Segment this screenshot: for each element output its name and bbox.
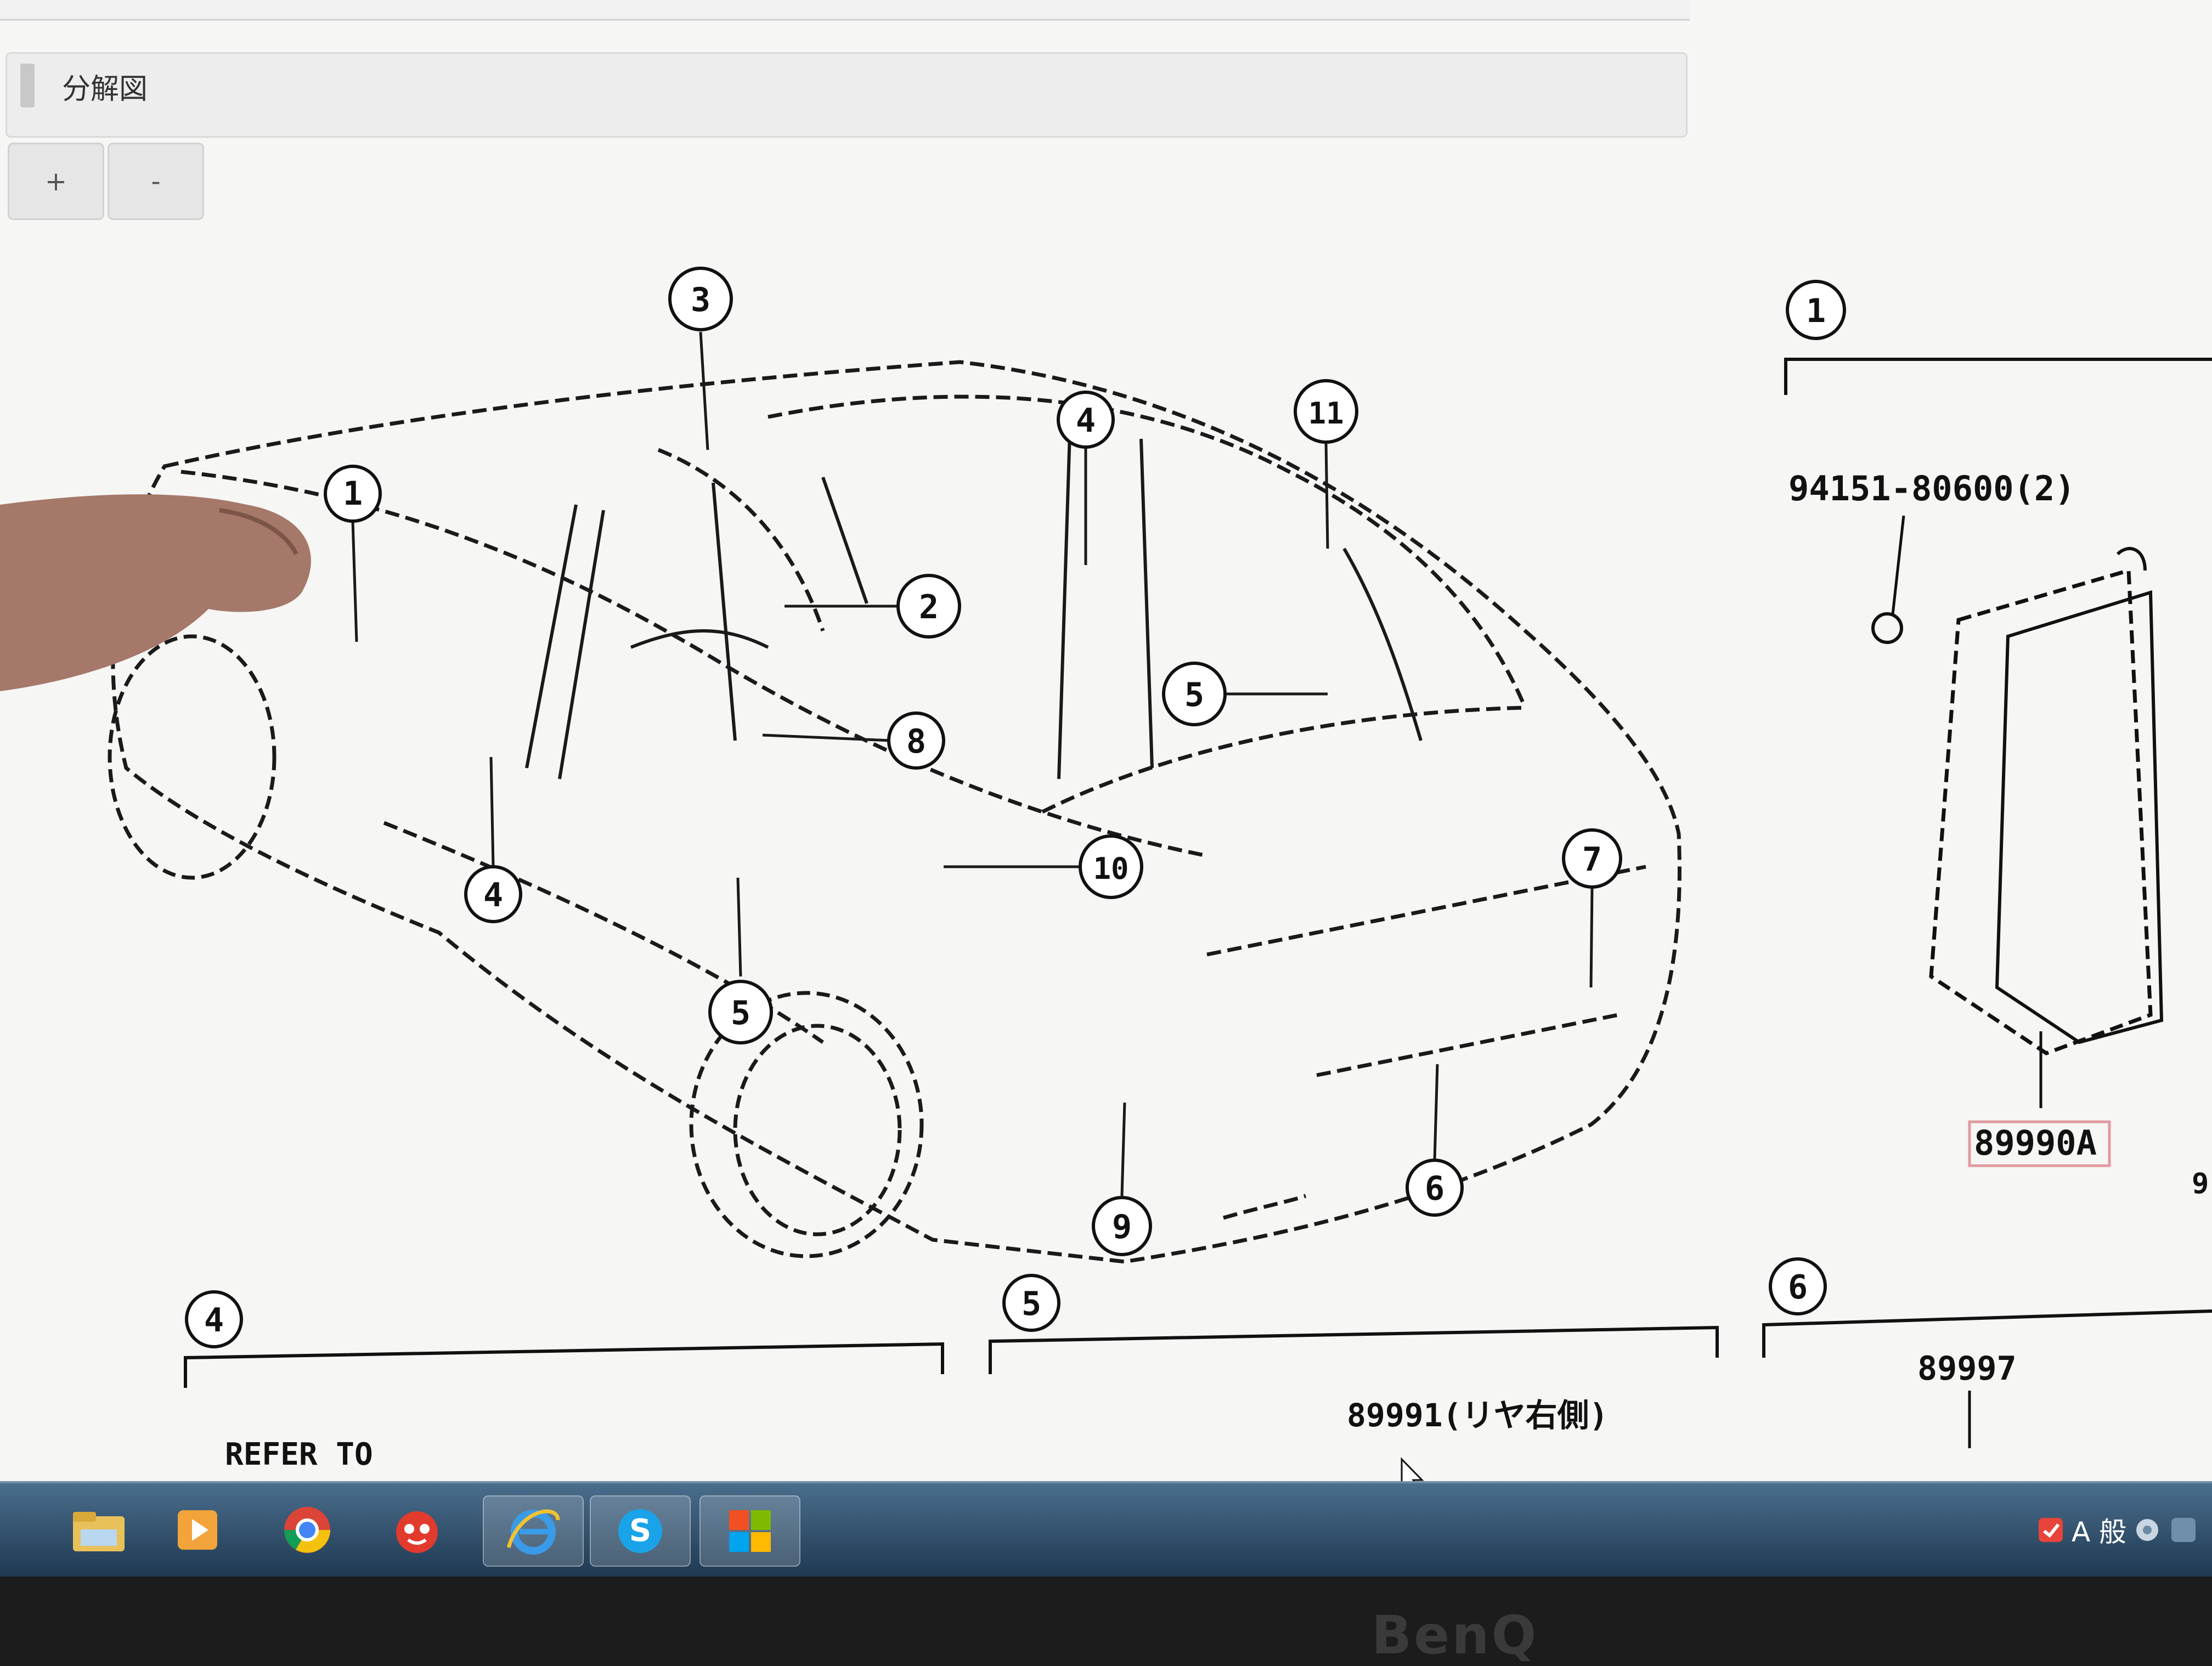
windows-store-icon[interactable] [699,1495,800,1567]
detail-panel-1[interactable]: 1 94151-80600(2) 89990A 9 [1784,280,2212,1200]
pointing-finger [0,494,311,691]
skype-icon[interactable]: S [590,1495,691,1567]
system-tray: A 般 [2035,1494,2199,1566]
callout-6[interactable]: 6 [1406,1159,1464,1217]
chrome-icon[interactable] [258,1495,357,1565]
callout-2[interactable]: 2 [896,574,961,639]
page-title: 分解図 [62,73,148,106]
detail-panel-6[interactable]: 6 89997 [1762,1257,2212,1448]
svg-text:9: 9 [1112,1208,1132,1246]
screen: 分解図 + - [0,0,2212,1481]
callout-3[interactable]: 3 [668,267,733,331]
svg-text:6: 6 [1425,1170,1444,1208]
part-number-89990A: 89990A [1974,1123,2097,1163]
header-accent-bar [20,64,35,108]
callout-1[interactable]: 1 [324,465,382,523]
ime-icon[interactable] [2132,1515,2163,1545]
zoom-in-button[interactable]: + [8,143,104,220]
file-explorer-icon[interactable] [49,1495,148,1565]
callout-8[interactable]: 8 [887,711,945,770]
callout-5-door[interactable]: 5 [708,980,773,1044]
monitor-brand-logo: BenQ [1372,1605,1539,1666]
part-number-89991: 89991(リヤ右側) [1347,1397,1608,1434]
svg-text:5: 5 [1022,1285,1041,1323]
ime-mode-indicator[interactable]: A 般 [2072,1516,2127,1548]
svg-text:7: 7 [1582,840,1602,879]
refer-to-text: REFER TO [225,1437,373,1472]
callout-9[interactable]: 9 [1092,1196,1152,1256]
section-header: 分解図 [5,52,1688,138]
svg-text:6: 6 [1788,1268,1808,1307]
part-number-89997: 89997 [1917,1349,2017,1388]
interior-lines [525,433,1423,780]
mouse-cursor-icon [1401,1457,1424,1481]
svg-text:3: 3 [691,281,710,319]
media-player-icon[interactable] [148,1495,247,1565]
leader-lines [351,331,1594,1196]
wheels [108,634,924,1258]
svg-text:4: 4 [204,1301,224,1340]
zoom-out-button[interactable]: - [108,143,204,220]
svg-text:4: 4 [483,876,503,914]
svg-text:10: 10 [1093,851,1128,886]
svg-text:4: 4 [1076,402,1096,440]
svg-text:1: 1 [1806,292,1826,330]
exploded-parts-diagram[interactable]: 1 3 2 4 4 5 5 8 7 10 11 6 9 1 94151-8060… [0,0,2212,1481]
callout-5-interior[interactable]: 5 [1162,662,1227,726]
part-number-edge: 9 [2192,1167,2209,1200]
svg-text:S: S [629,1513,651,1549]
callout-7[interactable]: 7 [1562,828,1622,889]
taskbar: S A 般 [0,1481,2212,1577]
detail-panel-4[interactable]: 4 REFER TO [184,1290,944,1472]
callout-10[interactable]: 10 [1079,834,1143,899]
callout-11[interactable]: 11 [1294,379,1358,444]
svg-text:5: 5 [731,994,751,1032]
callout-4-top[interactable]: 4 [1057,391,1115,449]
svg-text:11: 11 [1308,396,1344,431]
svg-text:5: 5 [1184,676,1204,714]
internet-explorer-icon[interactable] [483,1495,584,1567]
svg-text:8: 8 [906,722,926,761]
app-icon[interactable] [368,1495,466,1565]
callout-4-door[interactable]: 4 [464,865,522,923]
tray-flag-icon[interactable] [2035,1515,2066,1545]
part-number-94151: 94151-80600(2) [1788,468,2075,509]
tray-settings-icon[interactable] [2168,1515,2199,1545]
top-panel-edge [0,0,1690,21]
svg-text:1: 1 [343,475,363,513]
svg-text:2: 2 [919,588,939,626]
car-outline [111,360,1681,1264]
detail-panel-5[interactable]: 5 89991(リヤ右側) [989,1274,1719,1434]
